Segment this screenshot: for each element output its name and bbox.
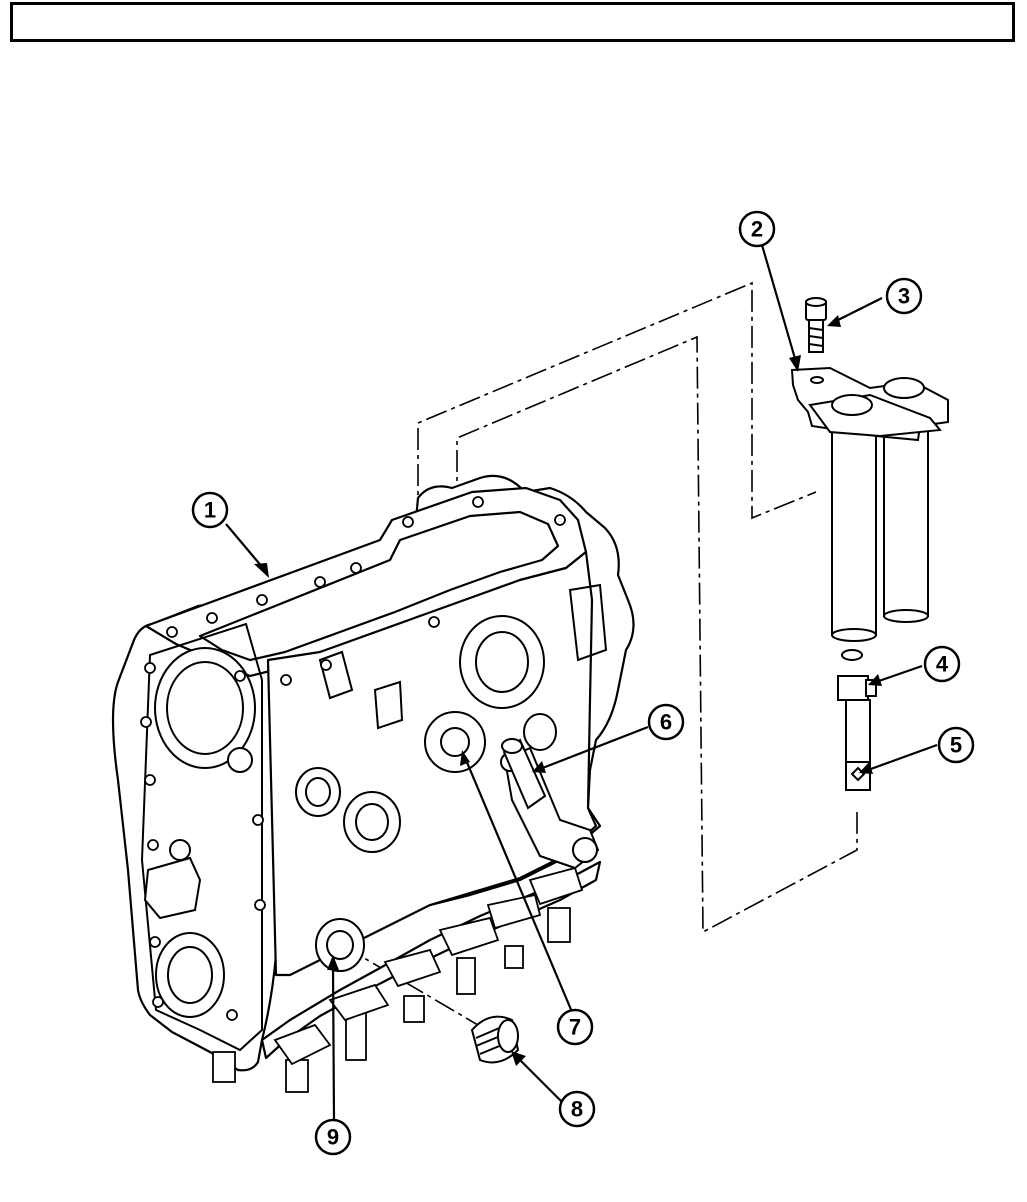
capscrew bbox=[806, 298, 826, 352]
pipe-plug bbox=[472, 1017, 518, 1063]
callout-1: 1 bbox=[193, 493, 227, 527]
svg-text:9: 9 bbox=[327, 1125, 339, 1150]
callout-6: 6 bbox=[649, 705, 683, 739]
callout-2: 2 bbox=[740, 212, 774, 246]
svg-text:7: 7 bbox=[569, 1015, 581, 1040]
svg-text:8: 8 bbox=[571, 1097, 583, 1122]
callout-9: 9 bbox=[316, 1120, 350, 1154]
callout-7: 7 bbox=[558, 1010, 592, 1044]
svg-text:5: 5 bbox=[950, 733, 962, 758]
callout-3: 3 bbox=[887, 279, 921, 313]
svg-text:1: 1 bbox=[204, 498, 216, 523]
svg-text:4: 4 bbox=[936, 652, 949, 677]
callout-4: 4 bbox=[925, 647, 959, 681]
callout-5: 5 bbox=[939, 728, 973, 762]
callout-8: 8 bbox=[560, 1092, 594, 1126]
svg-text:6: 6 bbox=[660, 710, 672, 735]
svg-text:3: 3 bbox=[898, 284, 910, 309]
svg-text:2: 2 bbox=[751, 217, 763, 242]
shift-rail-guide bbox=[792, 368, 948, 641]
